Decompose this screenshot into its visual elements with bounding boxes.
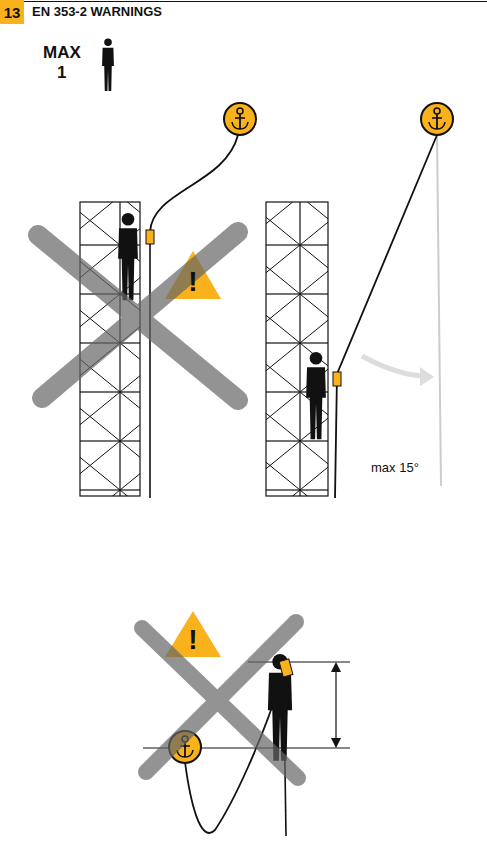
warning-mark: !: [188, 268, 197, 296]
section-number-box: 13: [0, 0, 24, 24]
warning-mark: !: [188, 626, 197, 654]
max-users-count: 1: [57, 64, 66, 81]
angle-label: max 15°: [371, 461, 419, 474]
section-number: 13: [4, 4, 21, 21]
max-users: MAX: [43, 44, 81, 61]
title: EN 353-2 WARNINGS: [32, 4, 162, 19]
